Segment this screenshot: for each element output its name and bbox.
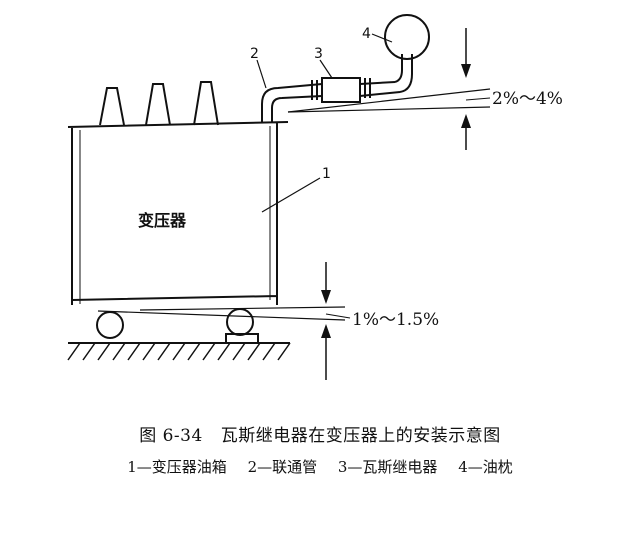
upper-slope-label: 2%～4% [492,89,563,109]
lower-slope-label: 1%～1.5% [352,310,439,330]
gas-relay [321,77,361,103]
leader-4 [371,33,393,43]
installation-diagram: 变压器 1 2 3 4 2%～4% 1%～1.5% [67,14,563,380]
part-number-1: 1 [322,166,331,182]
part-number-4: 4 [362,26,371,42]
legend-item: 4—油枕 [458,458,513,476]
connecting-pipe [261,83,323,122]
figure-title: 瓦斯继电器在变压器上的安装示意图 [220,426,501,446]
leader-2 [256,59,267,89]
bushing-1 [99,87,125,126]
part-number-3: 3 [314,46,323,62]
bushing-2 [145,83,171,126]
wheel-right [226,308,254,336]
legend-item: 1—变压器油箱 [127,458,227,476]
legend-item: 2—联通管 [247,458,318,476]
figure-caption: 图 6-34 瓦斯继电器在变压器上的安装示意图 [0,421,640,446]
transformer-tank [67,121,289,305]
part-number-2: 2 [250,46,259,62]
leader-3 [319,59,333,79]
legend-item: 3—瓦斯继电器 [337,458,438,476]
conservator-pipe [394,54,413,93]
figure-legend: 1—变压器油箱 2—联通管 3—瓦斯继电器 4—油枕 [0,456,640,477]
oil-conservator [384,14,430,60]
bushing-3 [193,81,219,126]
tank-label: 变压器 [138,211,187,230]
leader-1 [261,177,321,213]
wheel-left [96,311,124,339]
figure-number: 图 6-34 [139,426,203,446]
